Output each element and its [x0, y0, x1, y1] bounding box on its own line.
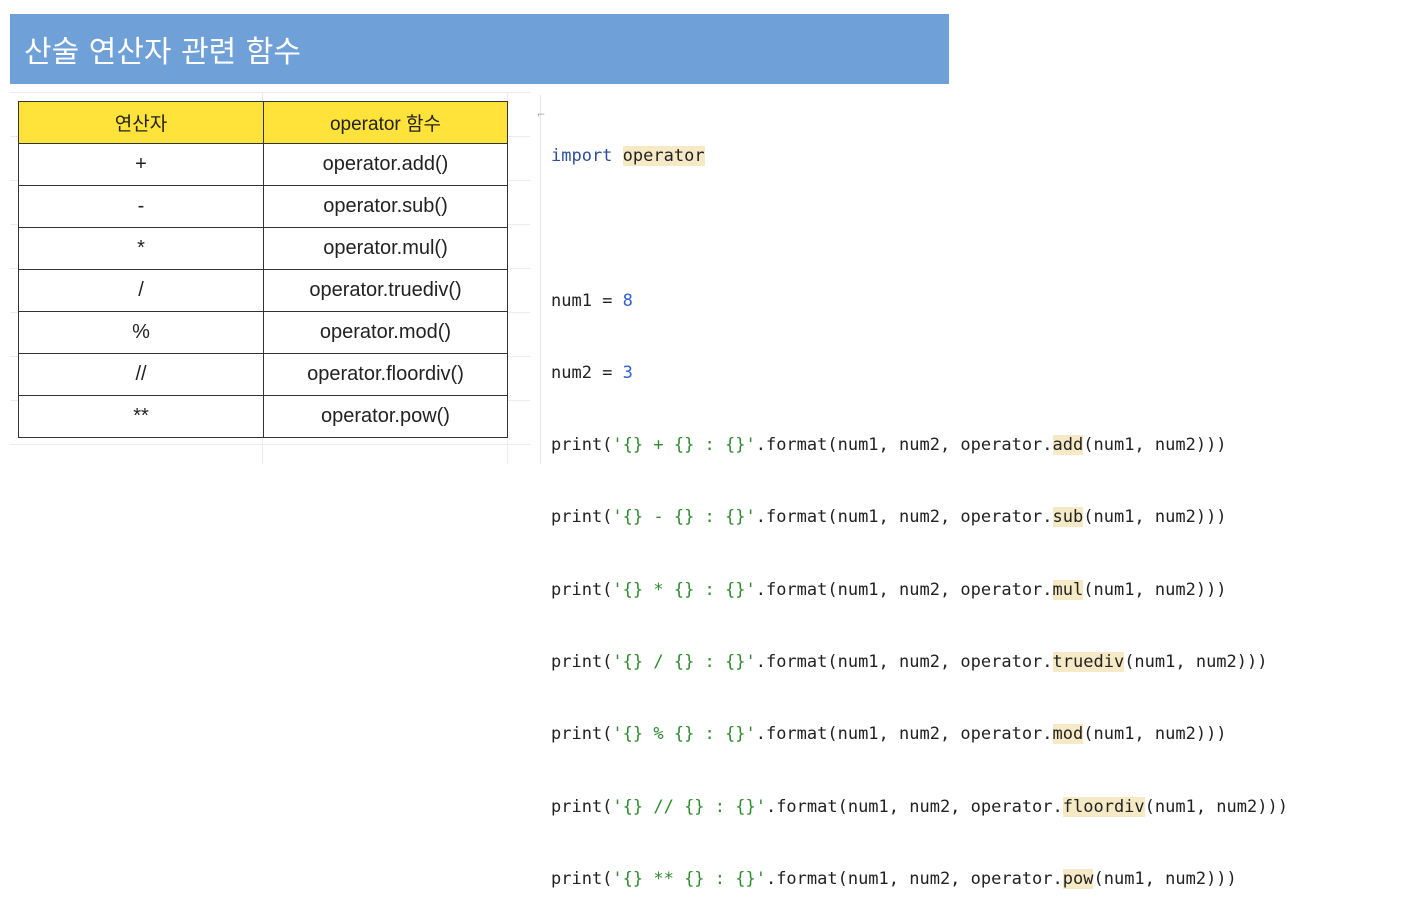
code-line-print: print('{} + {} : {}'.format(num1, num2, …: [551, 429, 1288, 461]
code-line-print: print('{} ** {} : {}'.format(num1, num2,…: [551, 863, 1288, 895]
code-format: .format(num1, num2, operator.: [765, 868, 1063, 889]
table-row: /operator.truediv(): [18, 269, 508, 312]
code-line-print: print('{} % {} : {}'.format(num1, num2, …: [551, 718, 1288, 750]
code-string: '{} / {} : {}': [612, 652, 756, 673]
title-bar: 산술 연산자 관련 함수: [10, 14, 949, 84]
code-string: '{} - {} : {}': [612, 507, 756, 528]
function-cell: operator.mod(): [263, 311, 508, 354]
code-call: print(: [551, 796, 613, 817]
code-function-name: sub: [1052, 507, 1084, 528]
function-cell: operator.sub(): [263, 185, 508, 228]
code-args: (num1, num2))): [1083, 724, 1227, 745]
table-row: **operator.pow(): [18, 395, 508, 438]
code-string: '{} + {} : {}': [612, 435, 756, 456]
code-call: print(: [551, 435, 613, 456]
operator-cell: /: [18, 269, 264, 312]
function-cell: operator.mul(): [263, 227, 508, 270]
code-function-name: truediv: [1052, 652, 1125, 673]
code-string: '{} * {} : {}': [612, 579, 756, 600]
code-call: print(: [551, 507, 613, 528]
operator-cell: **: [18, 395, 264, 438]
code-string: '{} % {} : {}': [612, 724, 756, 745]
table-row: //operator.floordiv(): [18, 353, 508, 396]
code-line-print: print('{} * {} : {}'.format(num1, num2, …: [551, 574, 1288, 606]
code-function-name: floordiv: [1062, 796, 1145, 817]
code-format: .format(num1, num2, operator.: [755, 652, 1053, 673]
code-args: (num1, num2))): [1083, 579, 1227, 600]
code-function-name: mul: [1052, 579, 1084, 600]
operator-cell: %: [18, 311, 264, 354]
code-number: 3: [622, 362, 633, 383]
editor-gutter-line: [540, 95, 541, 464]
table-row: %operator.mod(): [18, 311, 508, 354]
operator-cell: -: [18, 185, 264, 228]
code-editor[interactable]: import operator num1 = 8 num2 = 3 print(…: [551, 100, 1288, 915]
column-header-operator: 연산자: [18, 101, 264, 144]
code-args: (num1, num2))): [1124, 652, 1268, 673]
operator-cell: //: [18, 353, 264, 396]
function-cell: operator.pow(): [263, 395, 508, 438]
code-function-name: mod: [1052, 724, 1084, 745]
code-format: .format(num1, num2, operator.: [755, 435, 1053, 456]
operator-cell: *: [18, 227, 264, 270]
code-call: print(: [551, 724, 613, 745]
table-row: *operator.mul(): [18, 227, 508, 270]
code-line-import: import operator: [551, 140, 1288, 172]
code-format: .format(num1, num2, operator.: [755, 507, 1053, 528]
code-args: (num1, num2))): [1083, 507, 1227, 528]
table-row: -operator.sub(): [18, 185, 508, 228]
code-line-print: print('{} - {} : {}'.format(num1, num2, …: [551, 501, 1288, 533]
table-header-row: 연산자 operator 함수: [18, 101, 508, 144]
page-title: 산술 연산자 관련 함수: [24, 35, 302, 70]
code-function-name: pow: [1062, 868, 1094, 889]
function-cell: operator.add(): [263, 143, 508, 186]
fold-marker-icon[interactable]: ⌐: [537, 110, 546, 121]
code-blank-line: [551, 212, 1288, 244]
operator-function-table: 연산자 operator 함수 +operator.add() -operato…: [18, 101, 508, 438]
code-number: 8: [622, 290, 633, 311]
function-cell: operator.floordiv(): [263, 353, 508, 396]
column-header-function: operator 함수: [263, 101, 508, 144]
code-args: (num1, num2))): [1144, 796, 1288, 817]
code-line-print: print('{} // {} : {}'.format(num1, num2,…: [551, 791, 1288, 823]
code-string: '{} // {} : {}': [612, 796, 766, 817]
code-function-name: add: [1052, 435, 1084, 456]
table-row: +operator.add(): [18, 143, 508, 186]
code-variable: num2 =: [551, 362, 623, 383]
code-format: .format(num1, num2, operator.: [755, 724, 1053, 745]
code-module-name: operator: [622, 146, 705, 166]
code-call: print(: [551, 579, 613, 600]
code-format: .format(num1, num2, operator.: [755, 579, 1053, 600]
code-args: (num1, num2))): [1093, 868, 1237, 889]
code-format: .format(num1, num2, operator.: [765, 796, 1063, 817]
code-line-assign: num2 = 3: [551, 357, 1288, 389]
code-variable: num1 =: [551, 290, 623, 311]
function-cell: operator.truediv(): [263, 269, 508, 312]
code-call: print(: [551, 652, 613, 673]
code-args: (num1, num2))): [1083, 435, 1227, 456]
code-string: '{} ** {} : {}': [612, 868, 766, 889]
operator-cell: +: [18, 143, 264, 186]
code-keyword: import: [551, 146, 613, 166]
code-call: print(: [551, 868, 613, 889]
code-line-print: print('{} / {} : {}'.format(num1, num2, …: [551, 646, 1288, 678]
code-line-assign: num1 = 8: [551, 285, 1288, 317]
